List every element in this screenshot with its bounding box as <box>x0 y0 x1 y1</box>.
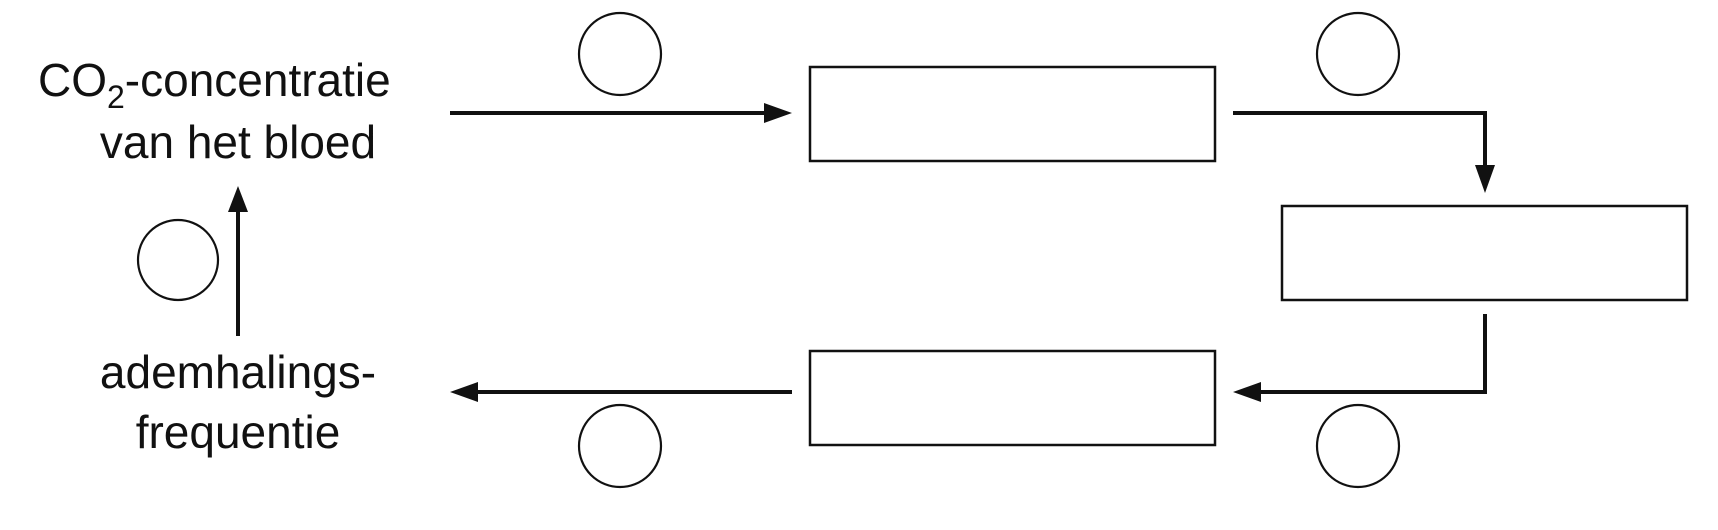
respiration-label-line1: ademhalings- <box>100 346 376 398</box>
arrow-co2-to-box1 <box>450 103 792 123</box>
arrow-box1-to-box2 <box>1233 111 1495 193</box>
arrow-box3-to-respiration <box>450 382 792 402</box>
sign-circle-top-right[interactable] <box>1315 11 1401 97</box>
answer-box-1[interactable] <box>808 65 1217 163</box>
sign-circle-bottom-right[interactable] <box>1315 403 1401 489</box>
arrow-box2-to-box3 <box>1233 314 1487 402</box>
sign-circle-bottom-left[interactable] <box>577 403 663 489</box>
arrow-respiration-to-co2 <box>228 186 248 336</box>
co2-label-line2: van het bloed <box>100 116 376 168</box>
sign-circle-left[interactable] <box>136 218 220 302</box>
co2-label-line1: CO2-concentratie <box>38 54 391 115</box>
respiration-label-line2: frequentie <box>136 406 341 458</box>
sign-circle-top-left[interactable] <box>577 11 663 97</box>
answer-box-3[interactable] <box>808 349 1217 447</box>
answer-box-2[interactable] <box>1280 204 1689 302</box>
